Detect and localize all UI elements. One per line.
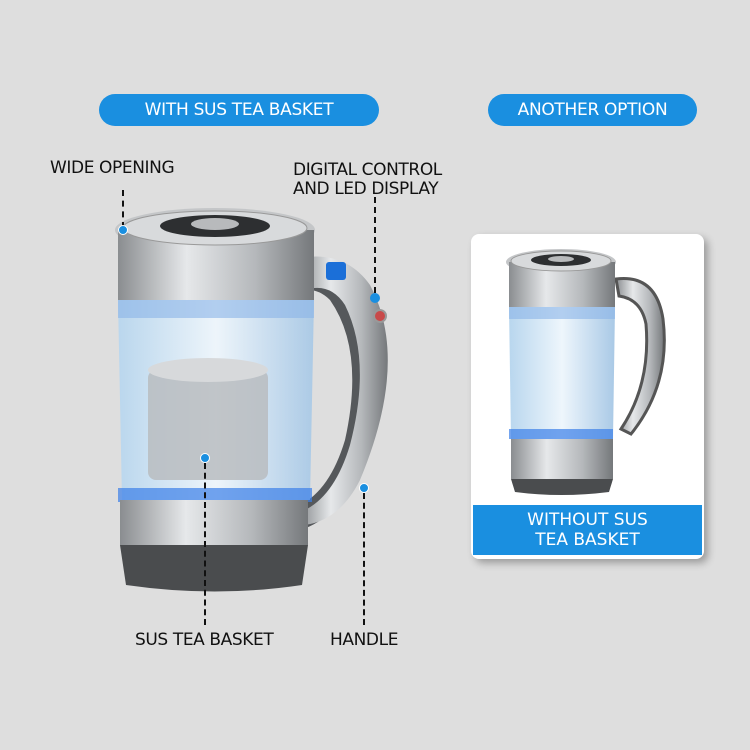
digital-control-label-line2: AND LED DISPLAY <box>293 179 439 199</box>
wide-opening-label: WIDE OPENING <box>50 158 175 178</box>
tea-basket-marker <box>200 453 210 463</box>
without-basket-caption: WITHOUT SUS TEA BASKET <box>473 505 702 555</box>
digital-control-leader-line <box>374 197 376 293</box>
tea-basket-leader-line <box>204 463 206 625</box>
kettle-without-basket-image <box>506 249 666 495</box>
wide-opening-leader-line <box>122 190 124 228</box>
with-tea-basket-badge: WITH SUS TEA BASKET <box>99 94 379 126</box>
without-basket-caption-line1: WITHOUT SUS <box>527 510 648 530</box>
tea-basket-label: SUS TEA BASKET <box>135 630 274 650</box>
handle-marker <box>359 483 369 493</box>
without-basket-caption-line2: TEA BASKET <box>535 530 640 550</box>
handle-leader-line <box>363 493 365 625</box>
wide-opening-marker <box>118 225 128 235</box>
digital-control-label-line1: DIGITAL CONTROL <box>293 160 442 180</box>
handle-label: HANDLE <box>330 630 399 650</box>
digital-control-label: DIGITAL CONTROL AND LED DISPLAY <box>293 161 442 199</box>
another-option-badge: ANOTHER OPTION <box>488 94 697 126</box>
another-option-card: WITHOUT SUS TEA BASKET <box>471 234 704 559</box>
